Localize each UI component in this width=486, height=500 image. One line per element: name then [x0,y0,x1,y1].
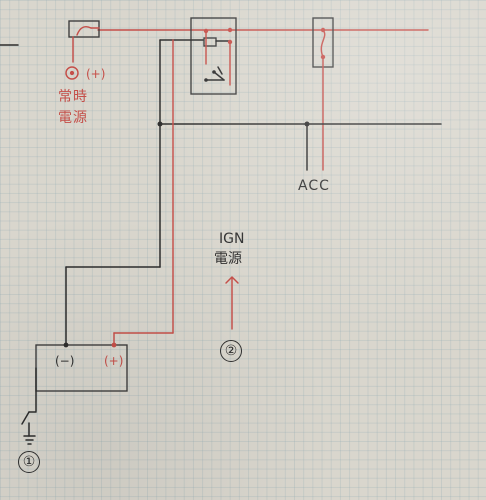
relay-coil-box [203,37,217,47]
battery-plus-label: (+) [104,354,124,368]
marker-two: ② [220,340,242,362]
left-top-component-curve [76,25,92,36]
left-top-component-box [68,20,100,38]
relay-lower-left-node [204,78,208,82]
switch-blade [21,411,30,425]
battery-minus-label: (−) [55,354,75,368]
ign-arrow-head [225,276,239,284]
ign-label-line2: 電源 [214,251,242,267]
constant-power-label-line2: 電源 [58,110,88,126]
constant-power-plus-label: (+) [86,67,106,81]
constant-power-terminal-dot [69,70,75,76]
ign-label-line1: IGN [219,231,245,247]
relay-contact-spark-1 [217,66,223,75]
battery-box [35,344,128,392]
battery-minus-node [63,342,69,348]
relay-box [190,17,237,95]
constant-power-terminal-outline [65,66,79,80]
relay-contact-arm [213,71,225,81]
relay-contact-node [212,70,216,74]
constant-power-label-line1: 常時 [58,89,88,105]
acc-label: ACC [298,178,330,194]
relay-top-right-node [227,27,233,33]
right-fuse-curve [320,29,326,58]
battery-plus-node [111,342,117,348]
marker-one: ① [18,451,40,473]
